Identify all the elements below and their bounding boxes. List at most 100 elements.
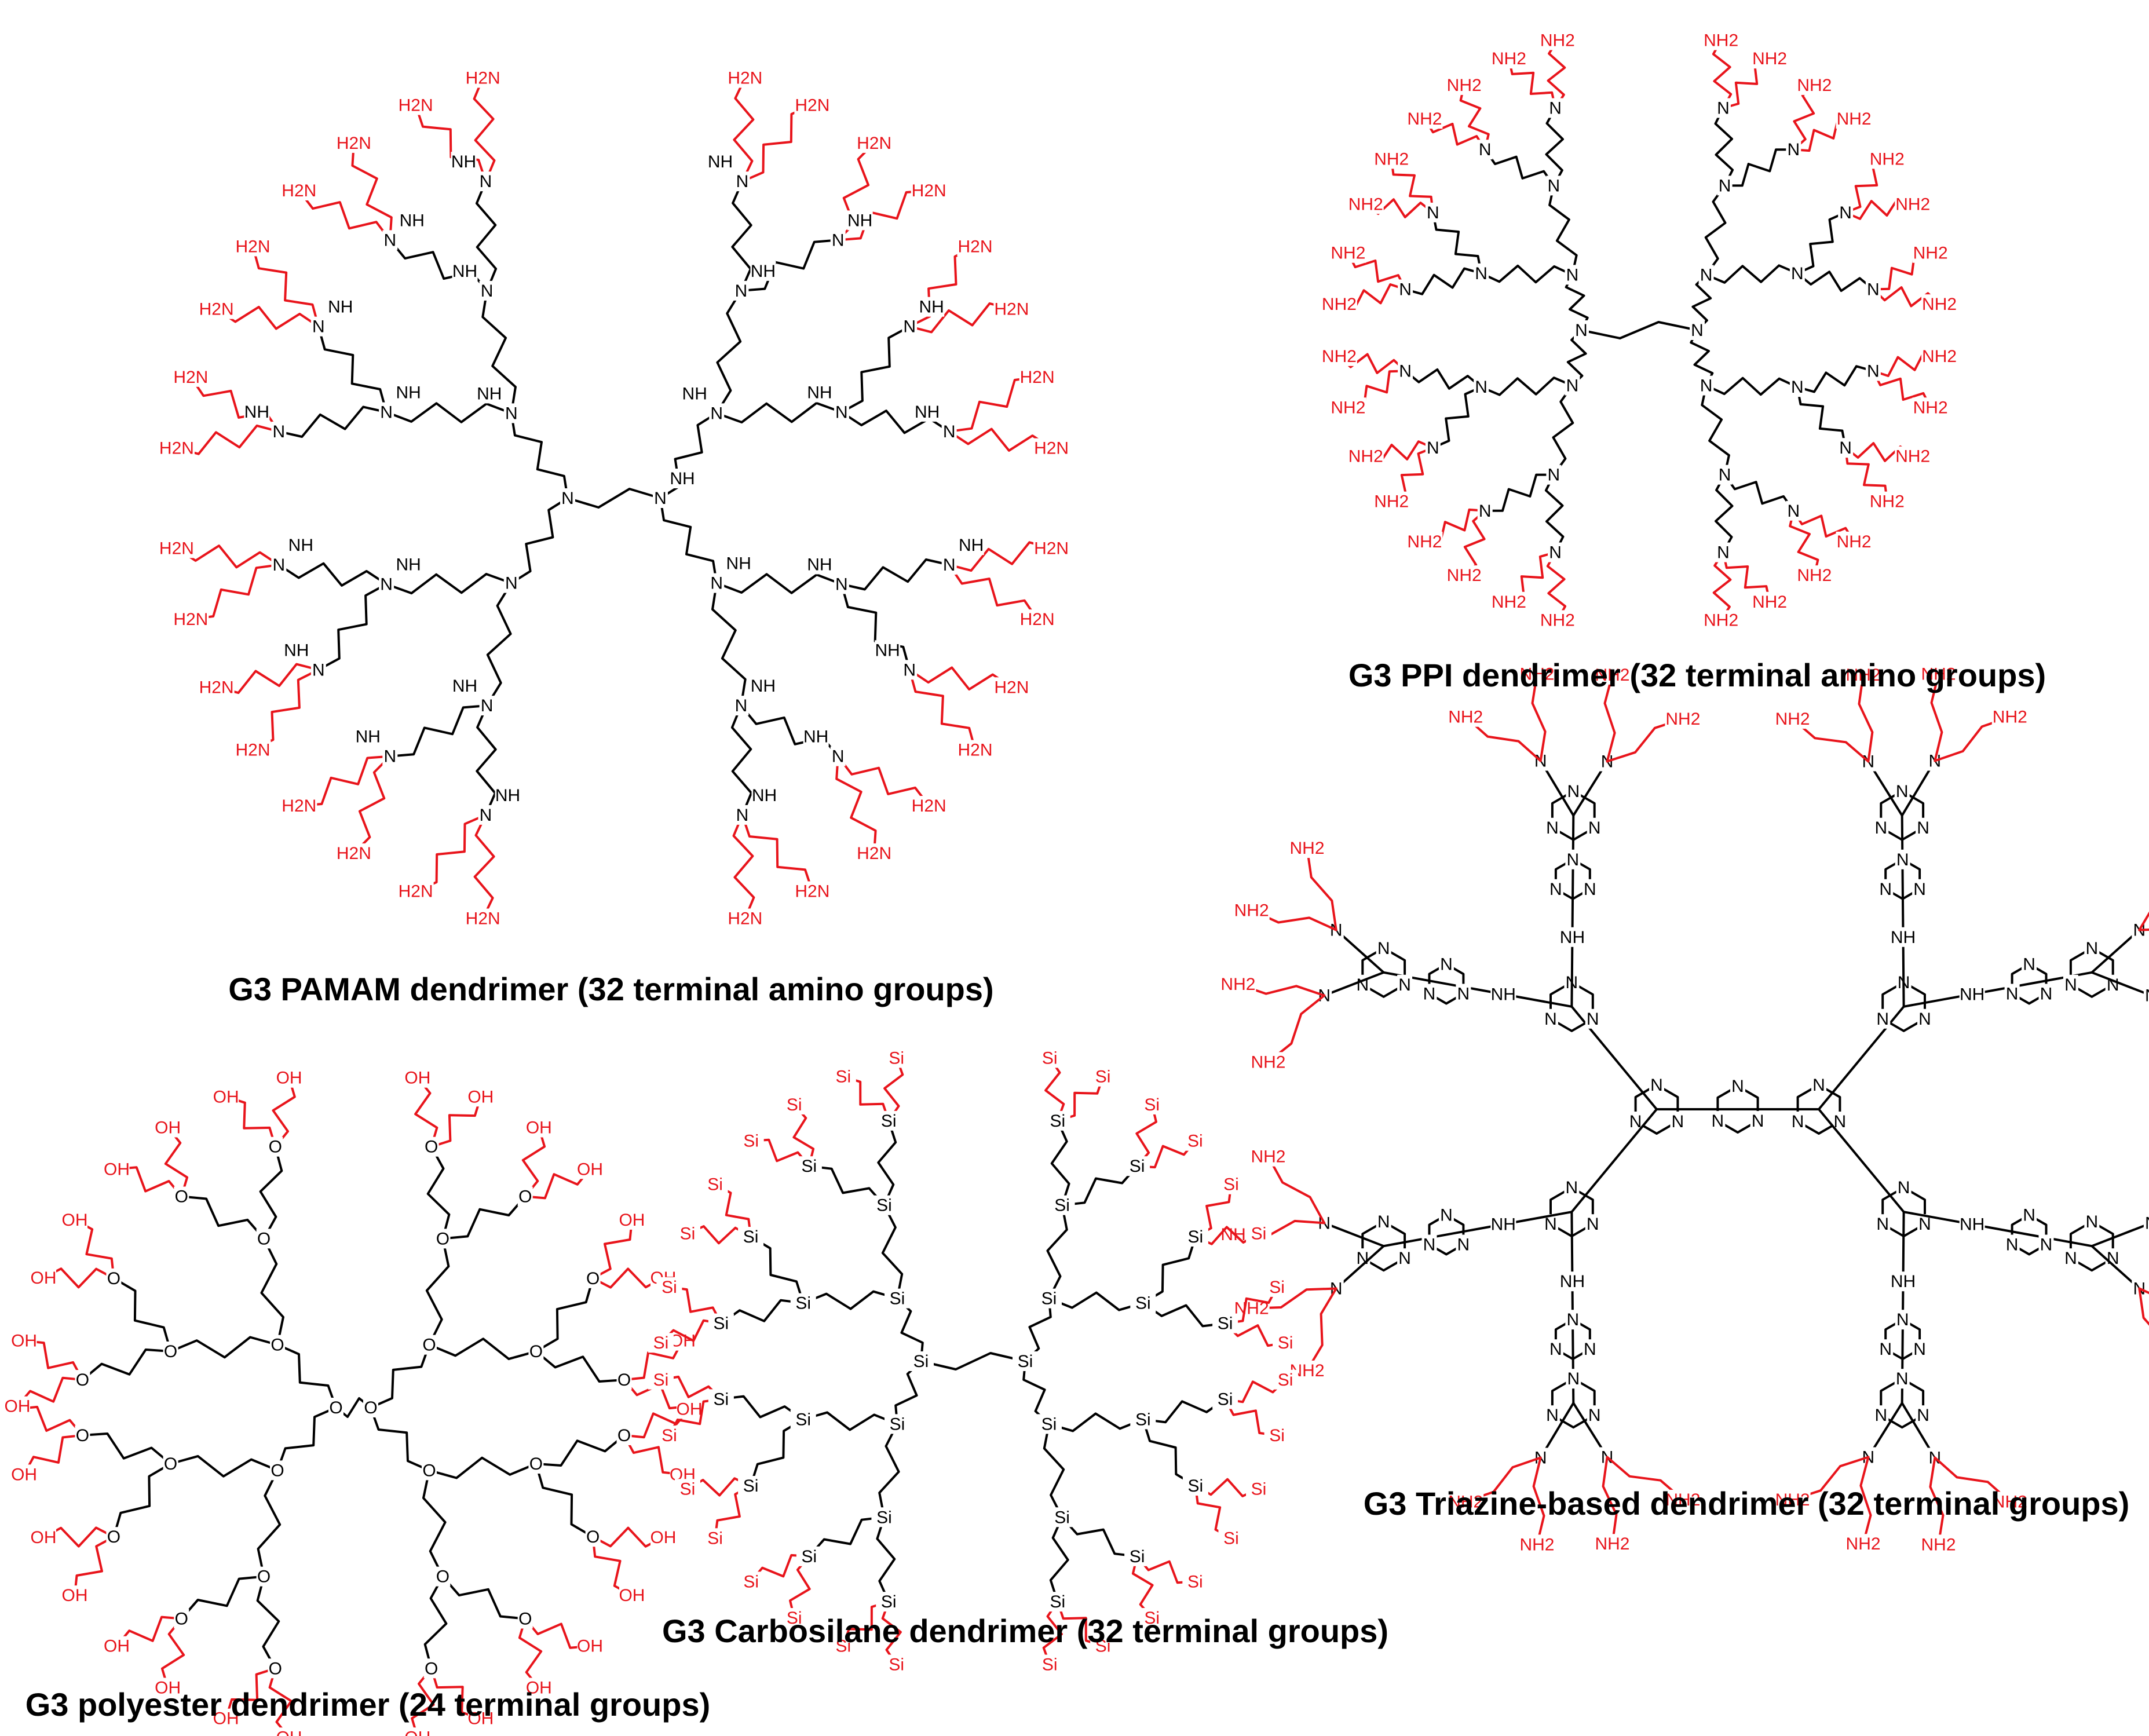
terminal-group-label: OH — [213, 1087, 239, 1106]
terminal-group-label: H2N — [399, 96, 433, 115]
terminal-group-label-mask — [1406, 531, 1443, 551]
amide-nh-label: NH — [452, 262, 477, 281]
terminal-group-label-mask — [1264, 1277, 1290, 1297]
terminal-group-label: H2N — [235, 237, 270, 256]
terminal-group-label-mask — [1220, 974, 1256, 995]
terminal-arm — [836, 755, 930, 807]
branch-atom-label: Si — [913, 1352, 929, 1371]
amide-nh-label-mask — [452, 676, 478, 696]
terminal-arm — [251, 245, 320, 328]
branch-atom-label: Si — [1130, 1547, 1145, 1566]
dendron-arm — [256, 1575, 280, 1670]
dendron-arm — [1690, 329, 1714, 387]
dendron-arm — [1565, 273, 1589, 331]
branch-atom-label-mask — [174, 1609, 189, 1629]
terminal-group-label-mask — [1836, 109, 1872, 129]
terminal-group-label: NH2 — [1921, 665, 1956, 684]
amide-nh-label-mask — [396, 554, 422, 575]
branch-atom-label-mask — [902, 316, 918, 337]
branch-atom-label-mask — [328, 1398, 343, 1417]
terminal-group-label: H2N — [994, 678, 1029, 697]
branch-atom-label: N — [832, 231, 845, 250]
terminal-arm — [473, 76, 496, 183]
terminal-group-label-mask — [830, 1066, 856, 1087]
terminal-group-label-mask — [404, 1727, 430, 1736]
triazine-n-label: N — [1918, 1010, 1931, 1029]
triazine-n-label: N — [2006, 1236, 2019, 1255]
terminal-group-label: OH — [676, 1399, 702, 1419]
branch-atom-label: O — [107, 1527, 120, 1547]
dendron-arm — [1049, 1516, 1069, 1603]
branch-atom-label: N — [1475, 378, 1488, 397]
branch-atom-label: O — [269, 1659, 282, 1678]
branch-atom-label: N — [505, 404, 518, 423]
branch-atom-label: N — [273, 555, 286, 575]
linker-nh-label: NH — [1491, 985, 1516, 1004]
dendron-arm — [535, 1463, 594, 1538]
triazine-n-label: N — [1546, 818, 1559, 838]
branch-atom-label-mask — [423, 1658, 439, 1679]
branch-atom-label-mask — [871, 1507, 897, 1527]
triazine-link — [1818, 1005, 1905, 1110]
polyester-caption: G3 polyester dendrimer (24 terminal grou… — [25, 1686, 711, 1723]
branch-atom-label: O — [164, 1342, 177, 1361]
terminal-group-label: NH2 — [1913, 398, 1948, 417]
terminal-arm — [2138, 1287, 2149, 1326]
terminal-group-label-mask — [1845, 664, 1881, 685]
terminal-group-label-mask — [1836, 531, 1872, 551]
terminal-group-label: OH — [31, 1528, 57, 1547]
terminal-group-label-mask — [276, 1068, 302, 1088]
dendron-arm — [1061, 1516, 1139, 1558]
branch-atom-label: N — [735, 282, 748, 301]
dendron-arm — [711, 582, 747, 707]
terminal-group-label: Si — [1144, 1609, 1160, 1628]
terminal-group-label-mask — [5, 1396, 31, 1416]
branch-atom-label: N — [312, 317, 325, 337]
terminal-group-label: NH2 — [1251, 1052, 1285, 1072]
branch-atom-label: N — [380, 403, 393, 422]
terminal-group-label: H2N — [728, 909, 762, 929]
terminal-arm — [411, 1667, 435, 1736]
terminal-group-label-mask — [1752, 49, 1788, 69]
pamam-caption: G3 PAMAM dendrimer (32 terminal amino gr… — [228, 971, 993, 1007]
dendron-arm — [1142, 1236, 1197, 1304]
branch-atom-label-mask — [1425, 202, 1441, 222]
terminal-group-label-mask — [1446, 75, 1482, 95]
piperidine-ring — [1428, 1214, 1465, 1256]
branch-atom-label-mask — [1130, 1409, 1156, 1430]
dendron-arm — [422, 1469, 447, 1578]
branch-atom-label-mask — [733, 696, 749, 716]
dendron-arm — [535, 1434, 626, 1467]
terminal-group-label: OH — [526, 1679, 552, 1698]
triazine-n-label: N — [1876, 1010, 1889, 1029]
branch-atom-label: N — [1839, 438, 1852, 458]
triazine-n-label-mask — [1566, 1369, 1581, 1389]
terminal-group-label-mask — [1665, 709, 1701, 729]
terminal-group-label-mask — [1321, 294, 1357, 315]
dendron-arm — [1715, 473, 1734, 554]
terminal-group-label-mask — [213, 1087, 239, 1107]
amide-nh-label-mask — [958, 535, 984, 555]
dendron-arm — [277, 562, 388, 587]
terminal-arm — [518, 1617, 543, 1689]
triazine-n-label: N — [1874, 1406, 1887, 1425]
terminal-arm — [948, 541, 1053, 572]
triazine-n-label-mask — [1543, 1008, 1559, 1029]
triazine-n-label: N — [1896, 782, 1909, 801]
terminal-group-label-mask — [281, 796, 317, 816]
terminal-group-label-mask — [198, 299, 235, 319]
branch-atom-label: N — [561, 489, 574, 508]
dendron-arm — [1046, 1204, 1068, 1300]
triazine-n-label: N — [2085, 939, 2098, 958]
branch-atom-label: N — [1475, 264, 1488, 283]
carbosilane-caption: G3 Carbosilane dendrimer (32 terminal gr… — [662, 1613, 1388, 1649]
branch-atom-label: N — [943, 422, 956, 441]
terminal-group-label-mask — [911, 796, 947, 816]
dendron-arm — [428, 1337, 538, 1361]
branch-atom-label-mask — [1398, 361, 1413, 381]
amide-nh-label: NH — [915, 403, 940, 422]
branch-atom-label-mask — [421, 1460, 437, 1481]
triazine-n-label-mask — [1730, 1076, 1745, 1096]
amide-nh-label-mask — [288, 535, 314, 555]
triazine-n-label-mask — [1790, 1112, 1806, 1131]
